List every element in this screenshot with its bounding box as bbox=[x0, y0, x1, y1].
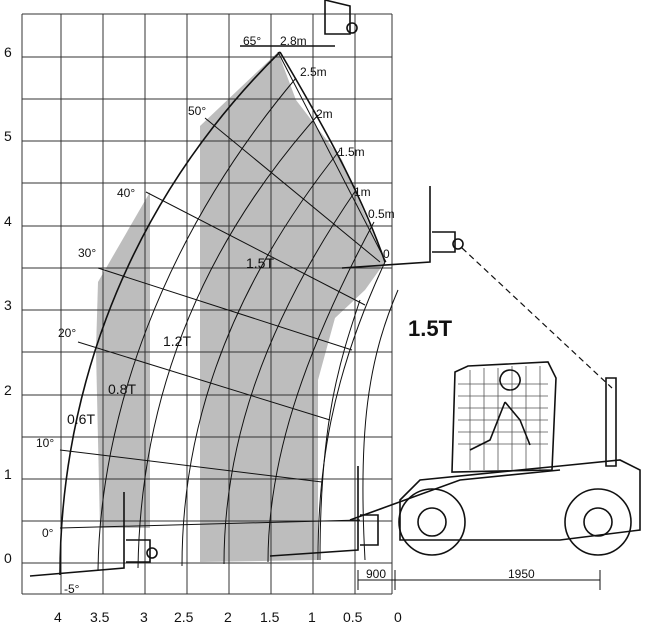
shaded-zone-left bbox=[96, 192, 150, 528]
y-tick: 2 bbox=[4, 382, 12, 398]
extension-label: 2.5m bbox=[300, 65, 327, 79]
engine-stack bbox=[605, 377, 617, 467]
extension-label: 2m bbox=[316, 107, 333, 121]
extension-label: 2.8m bbox=[280, 34, 307, 48]
fork-ground-pivot bbox=[146, 547, 158, 559]
x-tick: 3 bbox=[140, 609, 148, 625]
arc-1m bbox=[223, 189, 357, 565]
fork-top bbox=[240, 0, 351, 47]
load-label: 0.8T bbox=[108, 381, 136, 397]
extension-label: 1.5m bbox=[338, 145, 365, 159]
inner-envelope-curve bbox=[279, 51, 386, 263]
y-tick: 1 bbox=[4, 466, 12, 482]
front-wheel-hub bbox=[417, 507, 447, 537]
x-tick: 1 bbox=[308, 609, 316, 625]
arc-2-5m bbox=[97, 77, 297, 571]
operator bbox=[469, 369, 531, 451]
angle-labels: 65° 50° 40° 30° 20° 10° 0° -5° bbox=[36, 34, 261, 596]
dimension-label: 1950 bbox=[508, 567, 535, 581]
fork-carriages bbox=[29, 0, 613, 577]
cab-mesh bbox=[458, 366, 548, 470]
rear-wheel bbox=[564, 488, 632, 556]
ray-10deg bbox=[59, 449, 323, 483]
angle-label: 10° bbox=[36, 436, 54, 450]
fork-mid bbox=[341, 186, 456, 269]
y-axis-tick-labels: 0 1 2 3 4 5 6 bbox=[4, 44, 12, 566]
reach-limit-curve bbox=[362, 289, 399, 561]
x-tick: 4 bbox=[54, 609, 62, 625]
reach-curves bbox=[59, 51, 399, 576]
x-tick: 0 bbox=[394, 609, 402, 625]
fork-low bbox=[269, 466, 379, 557]
boom-arm bbox=[349, 469, 561, 521]
angle-label: 65° bbox=[243, 34, 261, 48]
cab-frame bbox=[451, 361, 557, 473]
angle-label: 20° bbox=[58, 326, 76, 340]
x-axis-tick-labels: 4 3.5 3 2.5 2 1.5 1 0.5 0 bbox=[54, 609, 402, 625]
rear-wheel-hub bbox=[583, 507, 613, 537]
extension-label: 0.5m bbox=[368, 207, 395, 221]
telehandler-illustration bbox=[349, 361, 641, 590]
fork-ground bbox=[29, 492, 151, 577]
dimension-label: 900 bbox=[366, 567, 386, 581]
inner-curve-b bbox=[319, 299, 361, 561]
extension-labels: 2.8m 2.5m 2m 1.5m 1m 0.5m 0 bbox=[280, 34, 395, 261]
extension-label: 0 bbox=[383, 247, 390, 261]
ray-30deg bbox=[97, 267, 353, 351]
y-tick: 5 bbox=[4, 128, 12, 144]
fork-top-pivot bbox=[346, 22, 358, 34]
dimension-labels: 900 1950 bbox=[366, 567, 535, 581]
dimension-line bbox=[357, 570, 601, 590]
front-wheel bbox=[398, 488, 466, 556]
chassis bbox=[399, 459, 641, 541]
arc-0m bbox=[317, 261, 386, 561]
x-tick: 1.5 bbox=[260, 609, 280, 625]
load-label: 1.2T bbox=[163, 333, 191, 349]
load-label: 1.5T bbox=[246, 255, 274, 271]
capacity-label: 1.5T bbox=[408, 316, 453, 341]
extension-label: 1m bbox=[354, 185, 371, 199]
x-tick: 2.5 bbox=[174, 609, 194, 625]
fork-mid-pivot bbox=[452, 238, 464, 250]
ray-0deg bbox=[59, 519, 361, 529]
x-tick: 0.5 bbox=[343, 609, 363, 625]
arc-1-5m bbox=[181, 149, 341, 567]
arc-2m bbox=[137, 114, 319, 569]
ray-65deg bbox=[277, 51, 387, 263]
angle-label: 0° bbox=[42, 526, 54, 540]
load-label: 0.6T bbox=[67, 411, 95, 427]
y-tick: 3 bbox=[4, 297, 12, 313]
y-tick: 4 bbox=[4, 213, 12, 229]
x-tick: 3.5 bbox=[90, 609, 110, 625]
load-zone-fills bbox=[96, 52, 385, 562]
angle-label: -5° bbox=[64, 582, 80, 596]
ray-40deg bbox=[145, 191, 366, 306]
angle-label: 40° bbox=[117, 186, 135, 200]
outer-envelope-curve bbox=[59, 51, 281, 576]
angle-label: 50° bbox=[188, 104, 206, 118]
y-tick: 6 bbox=[4, 44, 12, 60]
ray-20deg bbox=[77, 341, 331, 421]
reach-dashed-line bbox=[461, 247, 613, 389]
ray-50deg bbox=[204, 117, 381, 263]
y-tick: 0 bbox=[4, 550, 12, 566]
load-labels: 1.5T 1.2T 0.8T 0.6T bbox=[67, 255, 274, 427]
x-tick: 2 bbox=[224, 609, 232, 625]
angle-label: 30° bbox=[78, 246, 96, 260]
shaded-zone-right bbox=[200, 52, 385, 562]
